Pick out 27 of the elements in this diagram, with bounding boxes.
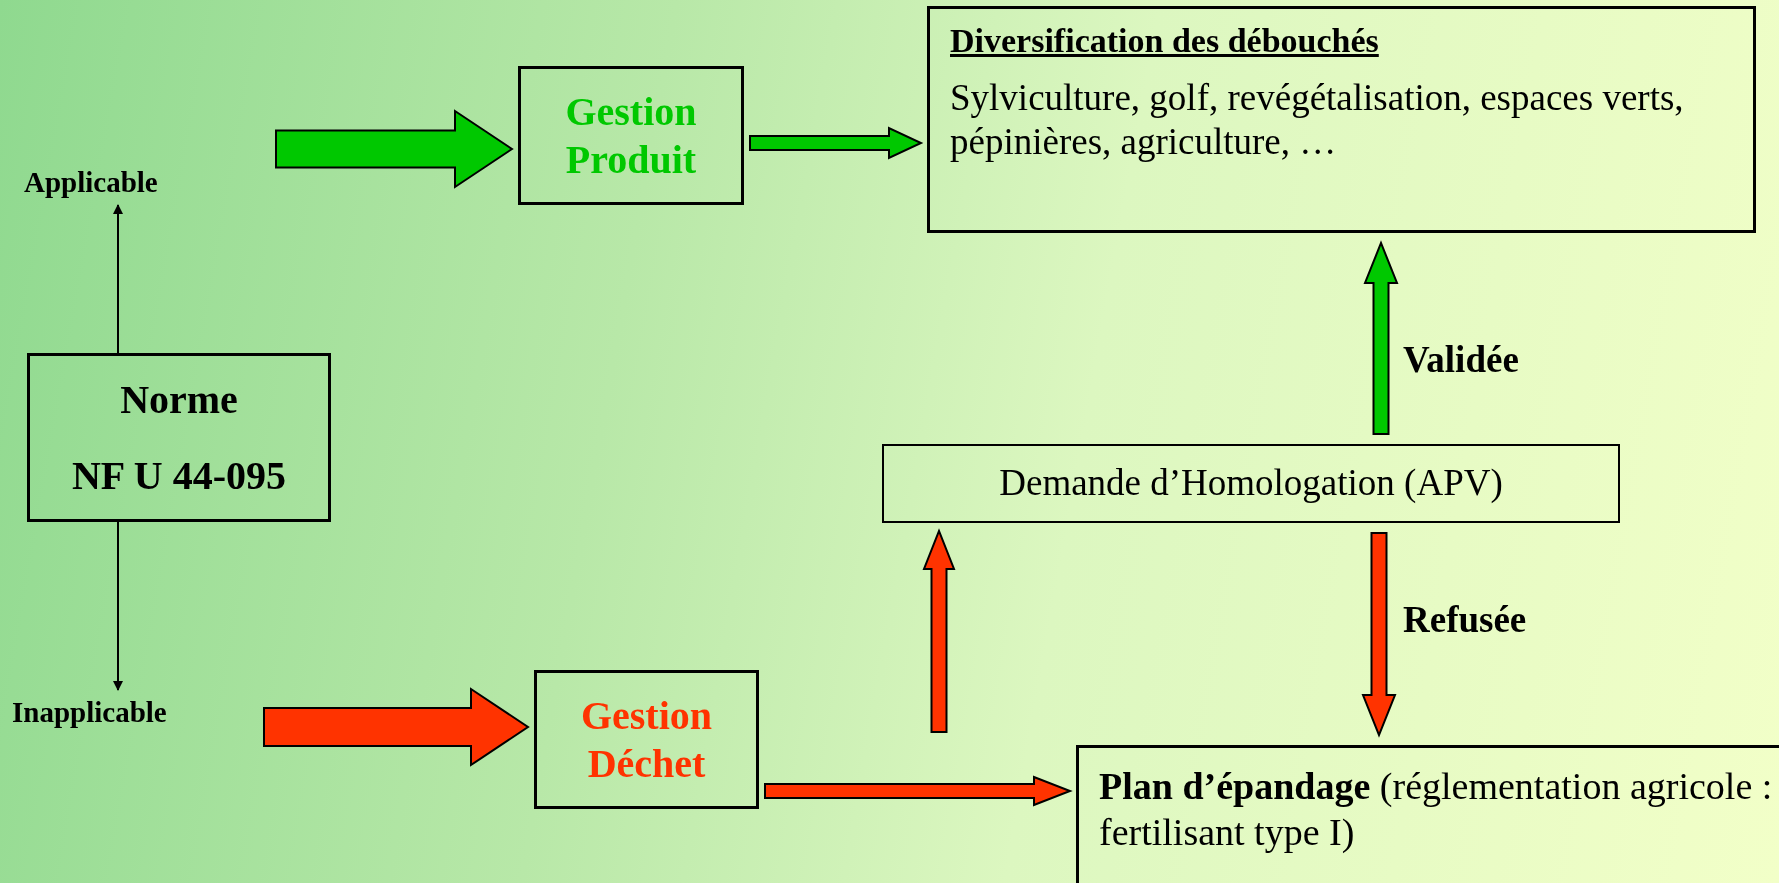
box-label: NF U 44-095 xyxy=(71,451,286,500)
body-text: Sylviculture, golf, revégétalisation, espaces verts, pépinières, agriculture, … xyxy=(950,75,1685,165)
box-label: Demande d’Homologation (APV) xyxy=(999,461,1503,506)
edge-label: Validée xyxy=(1403,338,1519,381)
outcome-label: Inapplicable xyxy=(8,690,171,735)
block-arrow xyxy=(1363,240,1399,435)
process-box xyxy=(534,670,759,809)
box-label: Gestion Déchet xyxy=(579,691,714,788)
arrow xyxy=(113,204,123,354)
process-box xyxy=(518,66,744,205)
outcome-box xyxy=(927,6,1756,233)
block-arrow xyxy=(749,126,924,160)
block-arrow xyxy=(1361,532,1397,738)
block-arrow xyxy=(922,528,956,733)
standard-box xyxy=(27,353,331,522)
edge-label: Refusée xyxy=(1403,598,1527,641)
process-box xyxy=(882,444,1620,523)
box-label: Norme xyxy=(120,375,238,424)
box-label: Gestion Produit xyxy=(564,87,698,184)
block-arrow xyxy=(275,109,514,189)
section-heading: Diversification des débouchés xyxy=(950,21,1379,61)
block-arrow xyxy=(263,687,530,767)
block-arrow xyxy=(764,775,1073,807)
arrow xyxy=(113,521,123,691)
process-box xyxy=(1076,745,1779,883)
outcome-label: Applicable xyxy=(20,160,162,205)
box-label: Plan d’épandage (réglementation agricole : fertilisant type I) xyxy=(1099,764,1773,855)
